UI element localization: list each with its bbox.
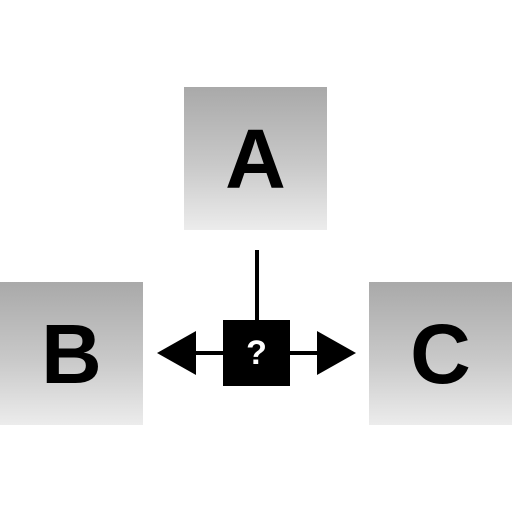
node-c: C (369, 282, 512, 425)
node-a-label: A (225, 111, 286, 206)
node-b: B (0, 282, 143, 425)
arrowhead-right-icon (317, 331, 356, 375)
question-box: ? (223, 320, 290, 386)
node-b-label: B (41, 306, 102, 401)
node-c-label: C (410, 306, 471, 401)
node-a: A (184, 87, 327, 230)
question-mark-icon: ? (246, 334, 267, 372)
arrowhead-left-icon (157, 331, 196, 375)
